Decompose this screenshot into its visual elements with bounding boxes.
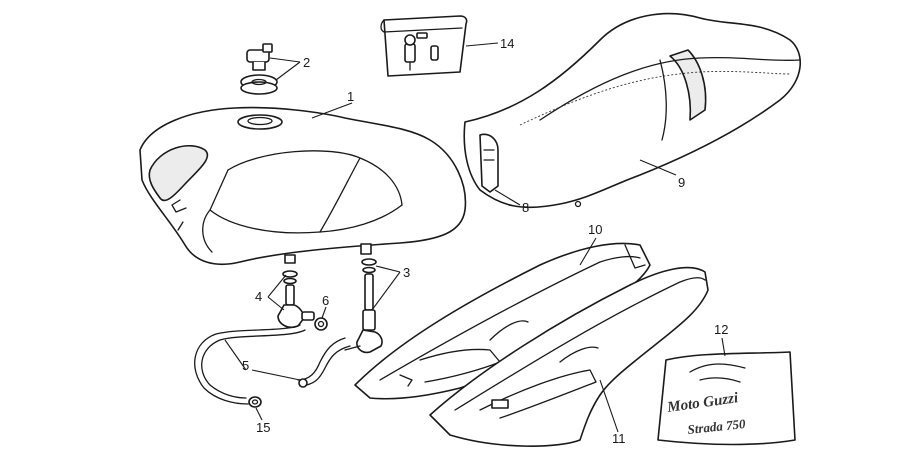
side-panel-right	[354, 242, 651, 400]
side-panel-left	[429, 266, 709, 447]
callout-9: 9	[678, 175, 685, 190]
callout-12: 12	[714, 322, 728, 337]
callout-labels: 1 2 3 4 5 6 8 9 10 11 12 14 15	[242, 36, 728, 446]
callout-2: 2	[303, 55, 310, 70]
callout-10: 10	[588, 222, 602, 237]
fuel-tap-right	[344, 258, 383, 354]
filler-cap	[240, 43, 278, 95]
callout-3: 3	[403, 265, 410, 280]
callout-15: 15	[256, 420, 270, 435]
leader-lines	[224, 42, 726, 433]
callout-11: 11	[612, 431, 626, 446]
seat	[463, 12, 802, 209]
decal-model: Strada 750	[687, 416, 747, 437]
decal-kit: Moto Guzzi Strada 750	[657, 351, 796, 446]
callout-8: 8	[522, 200, 529, 215]
callout-5: 5	[242, 358, 249, 373]
fuel-tap-left	[277, 270, 328, 331]
callout-6: 6	[322, 293, 329, 308]
fuel-hoses	[194, 324, 351, 408]
callout-1: 1	[347, 89, 354, 104]
lock-set	[380, 15, 468, 77]
fuel-tank	[139, 106, 467, 266]
callout-14: 14	[500, 36, 514, 51]
callout-4: 4	[255, 289, 262, 304]
